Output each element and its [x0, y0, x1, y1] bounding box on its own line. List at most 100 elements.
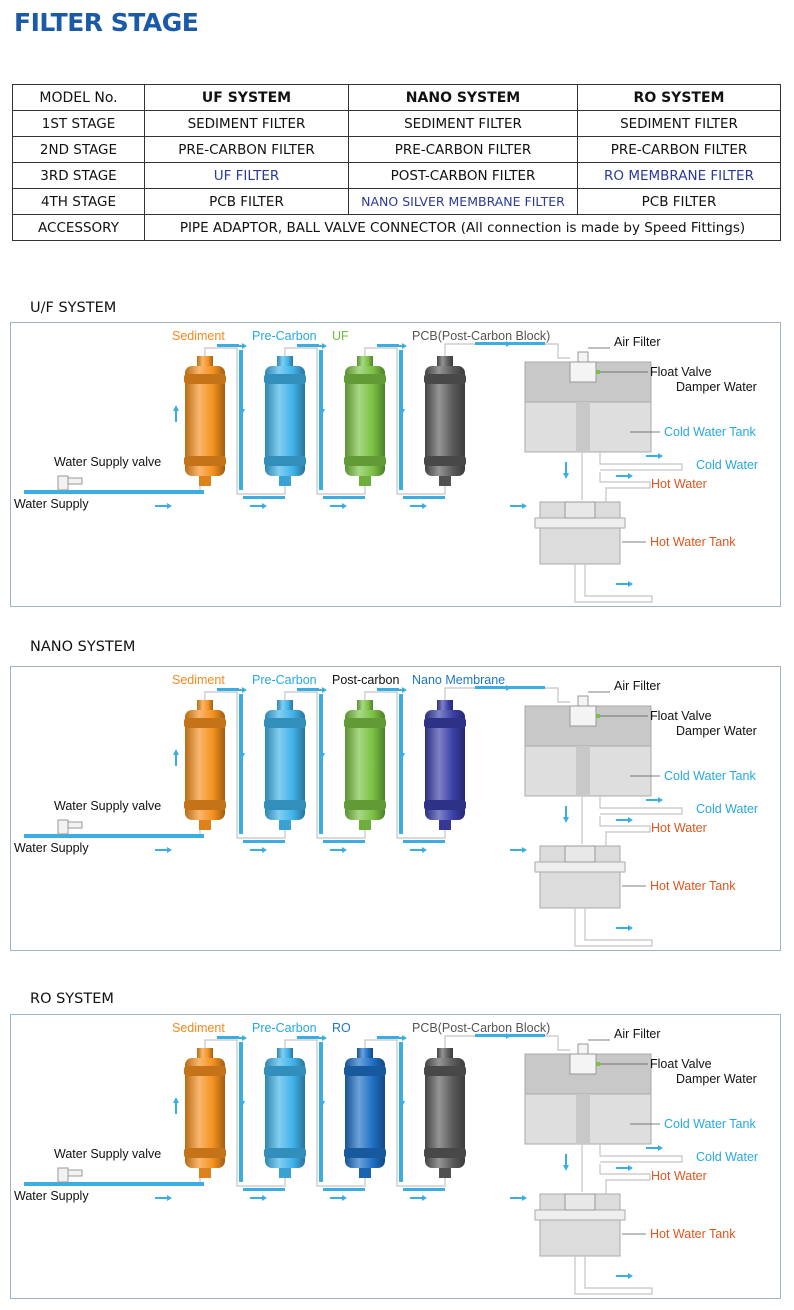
damper-water-label: Damper Water: [676, 380, 757, 394]
hot-water-tank-label: Hot Water Tank: [650, 879, 736, 893]
filter-label: PCB(Post-Carbon Block): [412, 1021, 550, 1035]
filter-ring: [184, 718, 226, 728]
water-supply-valve-label: Water Supply valve: [54, 455, 161, 469]
pipe-blue-top: [297, 688, 319, 691]
filter-ring: [344, 1148, 386, 1158]
filter-cartridge: [344, 1048, 386, 1178]
uf-cell: PRE-CARBON FILTER: [144, 136, 349, 163]
pipe-blue-vertical: [399, 694, 403, 834]
hot-water-tank-label: Hot Water Tank: [650, 1227, 736, 1241]
filter-foot: [359, 820, 371, 830]
filter-body: [265, 1058, 305, 1168]
tank-pipes: [574, 452, 683, 603]
accessory-cell: PIPE ADAPTOR, BALL VALVE CONNECTOR (All …: [144, 214, 781, 241]
pipe-blue-top: [297, 344, 319, 347]
filter-foot: [439, 476, 451, 486]
hot-water-tank-label: Hot Water Tank: [650, 535, 736, 549]
flow-arrow-head: [522, 1195, 527, 1201]
cold-outlet-pipe: [599, 1144, 683, 1163]
float-indicator: [596, 370, 600, 374]
pipe-segment: [444, 1035, 570, 1051]
filter-ring: [264, 718, 306, 728]
pipe-blue-top: [377, 1036, 399, 1039]
float-indicator: [596, 714, 600, 718]
filter-cap: [197, 356, 213, 366]
nano-cell: POST-CARBON FILTER: [348, 162, 578, 189]
uf-cell: SEDIMENT FILTER: [144, 110, 349, 137]
header-model-no: MODEL No.: [12, 84, 145, 111]
pipe-segment: [204, 691, 286, 839]
filter-cap: [197, 700, 213, 710]
hot-outlet-pipe: [599, 472, 651, 502]
tank-pipes: [574, 1144, 683, 1295]
filter-cartridge: [184, 356, 226, 486]
filter-ring: [344, 1066, 386, 1076]
ro-cell: RO MEMBRANE FILTER: [577, 162, 781, 189]
hot-tank-element: [564, 501, 596, 519]
cold-outlet-pipe: [599, 796, 683, 815]
filter-ring: [264, 456, 306, 466]
pipe-blue-top: [377, 344, 399, 347]
stage-label: 1ST STAGE: [12, 110, 145, 137]
flow-arrow-head: [167, 1195, 172, 1201]
page-title: FILTER STAGE: [14, 8, 199, 37]
ro-cell: PRE-CARBON FILTER: [577, 136, 781, 163]
filter-cap: [437, 356, 453, 366]
filter-ring: [424, 456, 466, 466]
pipe-blue-vertical: [319, 694, 323, 834]
hot-tank-band: [534, 1209, 626, 1221]
filter-body: [345, 710, 385, 820]
filter-foot: [279, 820, 291, 830]
filter-foot: [199, 1168, 211, 1178]
filter-ring: [424, 1066, 466, 1076]
flow-arrow-head: [239, 1101, 245, 1107]
pipe-blue-vertical: [239, 694, 243, 834]
air-filter-label: Air Filter: [614, 679, 661, 693]
table-row: 3RD STAGE UF FILTER POST-CARBON FILTER R…: [12, 162, 781, 189]
uf-cell: PCB FILTER: [144, 188, 349, 215]
flow-arrow-head: [173, 749, 179, 755]
filter-body: [265, 710, 305, 820]
drain-pipe: [574, 1256, 653, 1295]
flow-arrow-head: [402, 343, 407, 349]
pipe-blue-bottom: [323, 1188, 365, 1191]
flow-arrow-head: [242, 687, 247, 693]
supply-valve-handle: [67, 477, 83, 485]
header-nano-system: NANO SYSTEM: [348, 84, 578, 111]
air-filter-box: [577, 695, 589, 707]
cold-water-tank-label: Cold Water Tank: [664, 769, 756, 783]
flow-arrow-head: [322, 343, 327, 349]
filter-body: [345, 1058, 385, 1168]
filter-cartridge: [424, 700, 466, 830]
filter-cartridge: [264, 700, 306, 830]
flow-arrow-head: [402, 687, 407, 693]
cold-outlet-pipe: [599, 452, 683, 471]
inlet-pipe: [24, 490, 204, 494]
water-tank-assembly: [524, 1039, 683, 1295]
flow-arrow-head: [628, 1273, 633, 1279]
filter-cartridge: [344, 356, 386, 486]
filter-cap: [357, 700, 373, 710]
cold-water-tank-label: Cold Water Tank: [664, 1117, 756, 1131]
filter-foot: [199, 820, 211, 830]
pipe-segment: [204, 347, 286, 495]
filter-body: [425, 1058, 465, 1168]
flow-arrow-head: [342, 847, 347, 853]
filter-ring: [184, 456, 226, 466]
pipe-blue-top: [217, 1036, 239, 1039]
flow-arrow-head: [167, 503, 172, 509]
filter-ring: [424, 1148, 466, 1158]
flow-arrow-head: [522, 503, 527, 509]
filter-ring: [264, 800, 306, 810]
filter-cap: [197, 1048, 213, 1058]
flow-arrow-head: [242, 1035, 247, 1041]
pipe-blue-top: [217, 344, 239, 347]
filter-foot: [359, 476, 371, 486]
filter-body: [185, 366, 225, 476]
table-row: 4TH STAGE PCB FILTER NANO SILVER MEMBRAN…: [12, 188, 781, 215]
flow-arrow-head: [319, 1101, 325, 1107]
filter-cap: [437, 700, 453, 710]
pipe-segment: [284, 347, 366, 495]
flow-arrow-head: [239, 409, 245, 415]
